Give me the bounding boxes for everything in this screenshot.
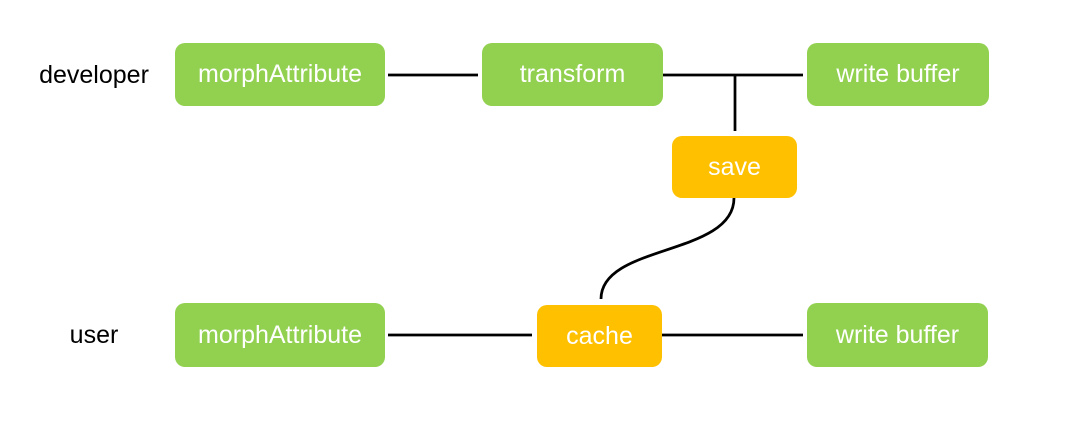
- connector-save-to-cache-curve: [599, 197, 736, 300]
- node-user-morph-attribute: morphAttribute: [175, 303, 385, 367]
- node-dev-morph-attribute: morphAttribute: [175, 43, 385, 106]
- node-save: save: [672, 136, 797, 198]
- node-dev-write-buffer: write buffer: [807, 43, 989, 106]
- node-cache: cache: [537, 305, 662, 367]
- row-label-developer: developer: [39, 61, 149, 89]
- node-user-write-buffer: write buffer: [807, 303, 988, 367]
- row-label-user: user: [69, 321, 119, 349]
- node-transform: transform: [482, 43, 663, 106]
